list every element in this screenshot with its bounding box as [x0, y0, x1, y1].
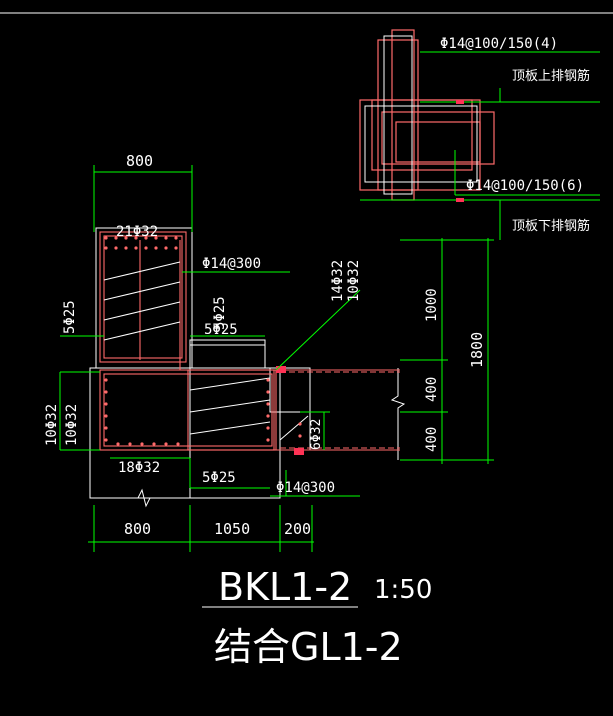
- slab-marker-lower: [456, 198, 464, 202]
- slab-marker-upper: [456, 100, 464, 104]
- label-stirrup-bottom: Φ14@300: [276, 480, 335, 496]
- label-side-mid: 5Φ25: [204, 322, 238, 338]
- dim-bottom-left: 800: [124, 520, 151, 538]
- label-stirrup-top: Φ14@300: [202, 256, 261, 272]
- drawing-scale: 1:50: [374, 575, 432, 605]
- dim-top-width: 800: [126, 152, 153, 170]
- drawing-title: BKL1-2: [218, 565, 352, 609]
- slab-rebar-loops: [359, 29, 495, 201]
- label-bottom-side: 5Φ25: [202, 470, 236, 486]
- dim-right-total: 1800: [468, 332, 486, 368]
- lower-note-label: 顶板下排钢筋: [512, 218, 590, 234]
- label-right-bars: 6Φ32: [309, 419, 324, 450]
- label-side-inner-upper: 5Φ25: [212, 296, 228, 330]
- slab-detail: Φ14@100/150(4) 顶板上排钢筋 Φ14@100/150(6) 顶板下…: [359, 29, 600, 240]
- main-rebar: [99, 231, 400, 451]
- dim-right-mid: 400: [424, 377, 440, 402]
- upper-spacing-label: Φ14@100/150(4): [440, 36, 558, 52]
- title-block: BKL1-2 1:50 结合GL1-2: [202, 565, 432, 669]
- label-top-bars: 21Φ32: [116, 224, 158, 240]
- dim-right-upper: 1000: [424, 288, 440, 322]
- slab-stirrups: [364, 35, 478, 195]
- drawing-subtitle: 结合GL1-2: [214, 625, 403, 669]
- main-section: 800 21Φ32 Φ14@300 5Φ25 5Φ25 5Φ25 14Φ32 1…: [44, 152, 494, 552]
- label-left-a: 10Φ32: [44, 404, 60, 446]
- dim-bottom-mid: 1050: [214, 520, 250, 538]
- label-side-left-upper: 5Φ25: [62, 300, 78, 334]
- dim-bottom-right: 200: [284, 520, 311, 538]
- stirrup-lines: [103, 261, 309, 441]
- label-diag-b: 10Φ32: [346, 260, 362, 302]
- label-leaders: [59, 271, 361, 497]
- extended-bars: [280, 371, 400, 449]
- lower-spacing-label: Φ14@100/150(6): [466, 178, 584, 194]
- slab-leaders: [360, 51, 600, 240]
- dim-right-lower: 400: [424, 427, 440, 452]
- rebar-dots: [104, 236, 302, 446]
- bottom-marker: [294, 448, 304, 455]
- label-diag-a: 14Φ32: [330, 260, 346, 302]
- dimension-lines: [88, 165, 494, 552]
- upper-note-label: 顶板上排钢筋: [512, 68, 590, 84]
- break-lines: [130, 368, 406, 508]
- label-left-b: 10Φ32: [64, 404, 80, 446]
- label-bottom-bars: 18Φ32: [118, 460, 160, 476]
- corner-marker: [276, 366, 286, 373]
